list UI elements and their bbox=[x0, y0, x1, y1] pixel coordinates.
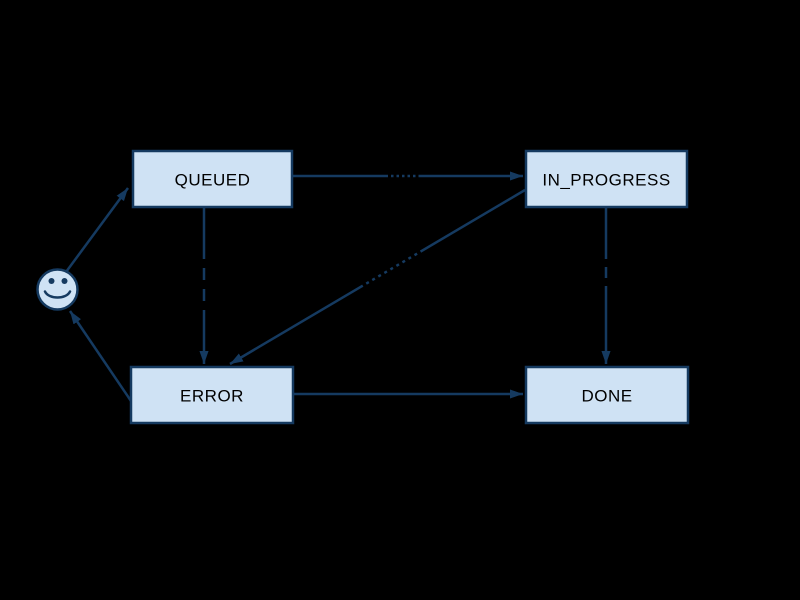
state-node-done: DONE bbox=[524, 365, 690, 425]
smiley-right-eye bbox=[61, 278, 68, 284]
smiley-head bbox=[36, 268, 79, 311]
state-node-rect-in_progress bbox=[524, 149, 689, 209]
edge-label-artifacts-layer bbox=[201, 173, 609, 313]
state-node-label-done: DONE bbox=[581, 387, 632, 406]
edge-error-to-start bbox=[68, 310, 133, 402]
smiley-left-eye bbox=[48, 278, 55, 284]
state-node-error: ERROR bbox=[129, 365, 295, 425]
nodes-layer: QUEUED IN_PROGRESS ERROR DONE bbox=[129, 149, 690, 425]
state-node-label-queued: QUEUED bbox=[175, 171, 251, 190]
illegible-edge-label-in_progress-to-error bbox=[361, 249, 423, 289]
edge-start-to-queued bbox=[64, 187, 130, 273]
state-node-rect-done bbox=[524, 365, 690, 425]
smiley-mouth bbox=[43, 290, 72, 299]
state-node-label-error: ERROR bbox=[180, 387, 244, 406]
smiley-face-icon bbox=[36, 268, 79, 311]
state-node-label-in_progress: IN_PROGRESS bbox=[542, 171, 670, 190]
state-node-rect-queued bbox=[131, 149, 294, 209]
state-node-in_progress: IN_PROGRESS bbox=[524, 149, 689, 209]
state-node-rect-error bbox=[129, 365, 295, 425]
state-node-queued: QUEUED bbox=[131, 149, 294, 209]
